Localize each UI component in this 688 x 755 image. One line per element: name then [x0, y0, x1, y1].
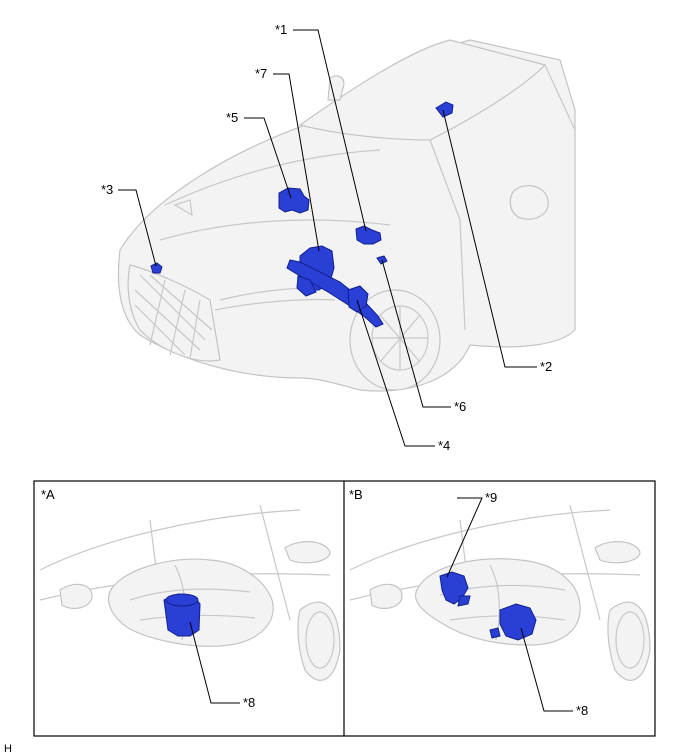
- side-mirror: [509, 185, 549, 220]
- figure-code: H: [4, 743, 12, 755]
- callout-9: *9: [485, 490, 497, 505]
- front-grille: [127, 264, 221, 362]
- inset-b-label: *B: [349, 487, 363, 502]
- part-2: [435, 101, 454, 118]
- callout-8-b: *8: [576, 703, 588, 718]
- callout-2: *2: [540, 359, 552, 374]
- leader-8-b: [520, 627, 573, 712]
- part-1: [355, 225, 382, 245]
- inset-b-illustration: [349, 504, 651, 681]
- windshield: [298, 39, 547, 141]
- part-8-b: [499, 603, 537, 641]
- callout-3: *3: [101, 182, 113, 197]
- part-4: [347, 285, 369, 313]
- component-parts: [150, 101, 454, 328]
- inset-a-label: *A: [41, 487, 55, 502]
- inset-a-illustration: [39, 504, 341, 681]
- part-5: [278, 187, 310, 214]
- leader-lines: [118, 29, 537, 447]
- callout-7: *7: [255, 66, 267, 81]
- car-illustration: [117, 39, 576, 392]
- callout-6: *6: [454, 399, 466, 414]
- leader-9: [446, 497, 483, 578]
- callout-4: *4: [438, 438, 450, 453]
- callout-labels: *1 *2 *3 *4 *5 *6 *7: [101, 22, 552, 453]
- callout-8-a: *8: [243, 695, 255, 710]
- leader-8-a: [189, 621, 240, 704]
- part-3: [150, 262, 163, 274]
- callout-5: *5: [226, 110, 238, 125]
- callout-1: *1: [275, 22, 287, 37]
